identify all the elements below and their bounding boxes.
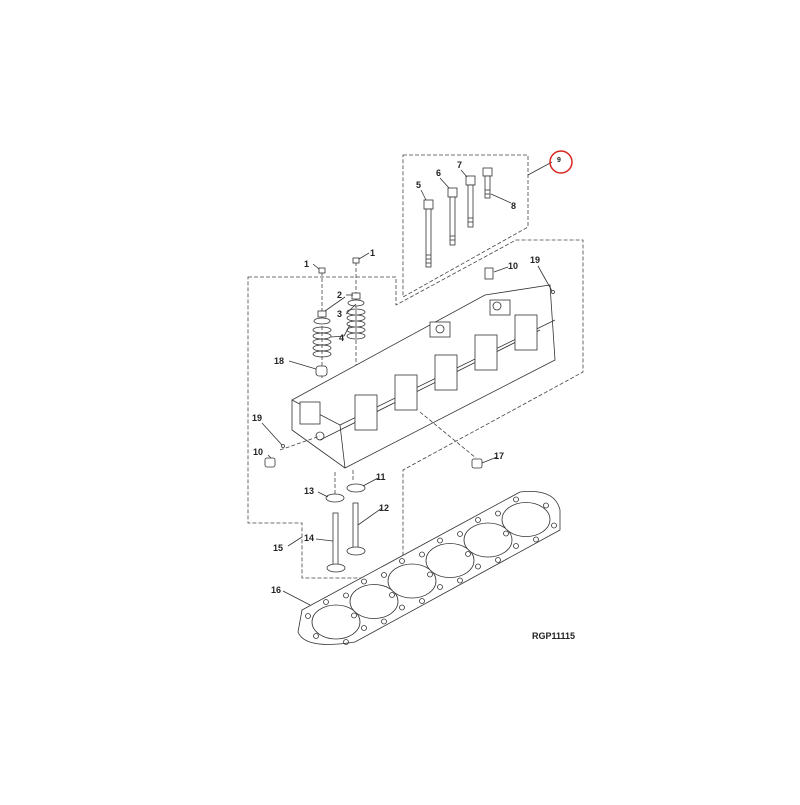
gasket-hole xyxy=(419,551,425,558)
cylinder-head-group-box xyxy=(247,239,584,579)
callout-11: 11 xyxy=(376,472,386,482)
gasket-hole xyxy=(475,563,481,570)
gasket-hole xyxy=(475,517,481,523)
figure-id: RGP11115 xyxy=(532,631,575,641)
cap-screw-7 xyxy=(465,175,476,228)
callout-6: 6 xyxy=(436,168,441,178)
cylinder-bore xyxy=(387,563,437,599)
head-gasket xyxy=(297,491,561,645)
gasket-hole xyxy=(343,592,349,599)
gasket-hole xyxy=(305,613,311,619)
gasket-hole xyxy=(503,530,509,537)
gasket-hole xyxy=(351,612,357,619)
callout-2: 2 xyxy=(337,290,342,300)
cap-screw-6 xyxy=(447,187,458,246)
callout-10: 10 xyxy=(253,447,263,457)
gasket-hole xyxy=(495,557,501,563)
gasket-hole xyxy=(551,522,557,529)
gasket-hole xyxy=(465,551,471,557)
valve-train-parts xyxy=(312,257,555,380)
cylinder-bore xyxy=(425,543,475,578)
gasket-hole xyxy=(361,625,367,631)
callout-8: 8 xyxy=(511,201,516,211)
gasket-hole xyxy=(313,633,319,639)
valves xyxy=(325,470,366,573)
callout-labels: 1 1 2 3 4 5 6 7 8 9 10 19 18 19 10 17 11… xyxy=(252,150,575,641)
callout-12: 12 xyxy=(379,503,389,513)
callout-19: 19 xyxy=(252,413,262,423)
gasket-hole xyxy=(495,510,501,517)
cylinder-bore xyxy=(501,502,551,537)
gasket-hole xyxy=(381,572,387,578)
gasket-hole xyxy=(513,543,519,549)
leader-lines xyxy=(261,161,553,606)
gasket-hole xyxy=(543,502,549,509)
callout-4: 4 xyxy=(339,333,344,343)
gasket-hole xyxy=(437,584,443,590)
gasket-hole xyxy=(399,558,405,564)
callout-18: 18 xyxy=(274,356,284,366)
gasket-hole xyxy=(437,537,443,544)
callout-16: 16 xyxy=(271,585,281,595)
gasket-hole xyxy=(361,578,367,585)
highlight-circle xyxy=(549,150,573,174)
callout-17: 17 xyxy=(494,451,504,461)
cap-screw-group-box xyxy=(402,154,529,298)
callout-1: 1 xyxy=(370,248,375,258)
callout-19: 19 xyxy=(530,255,540,265)
gasket-hole xyxy=(427,571,433,578)
callout-9: 9 xyxy=(557,157,561,164)
callout-3: 3 xyxy=(337,309,342,319)
gasket-hole xyxy=(419,598,425,604)
gasket-hole xyxy=(513,496,519,503)
callout-5: 5 xyxy=(416,180,421,190)
gasket-hole xyxy=(323,599,329,605)
cylinder-bore xyxy=(349,584,399,619)
callout-13: 13 xyxy=(304,486,314,496)
callout-10: 10 xyxy=(508,261,518,271)
gasket-hole xyxy=(343,639,349,645)
callout-1: 1 xyxy=(304,259,309,269)
gasket-hole xyxy=(389,592,395,598)
callout-14: 14 xyxy=(304,533,314,543)
callout-7: 7 xyxy=(457,160,462,170)
gasket-hole xyxy=(533,536,539,543)
gasket-hole xyxy=(399,604,405,611)
cylinder-head xyxy=(264,284,556,469)
gasket-hole xyxy=(381,618,387,625)
callout-15: 15 xyxy=(273,543,283,553)
cylinder-bore xyxy=(311,604,361,640)
gasket-hole xyxy=(457,577,463,584)
cap-screw-5 xyxy=(423,199,434,268)
valve-spring-left xyxy=(312,326,332,358)
cylinder-bore xyxy=(463,522,513,558)
gasket-hole xyxy=(457,531,463,537)
cap-screws xyxy=(423,167,493,268)
cap-screw-8 xyxy=(482,167,493,199)
